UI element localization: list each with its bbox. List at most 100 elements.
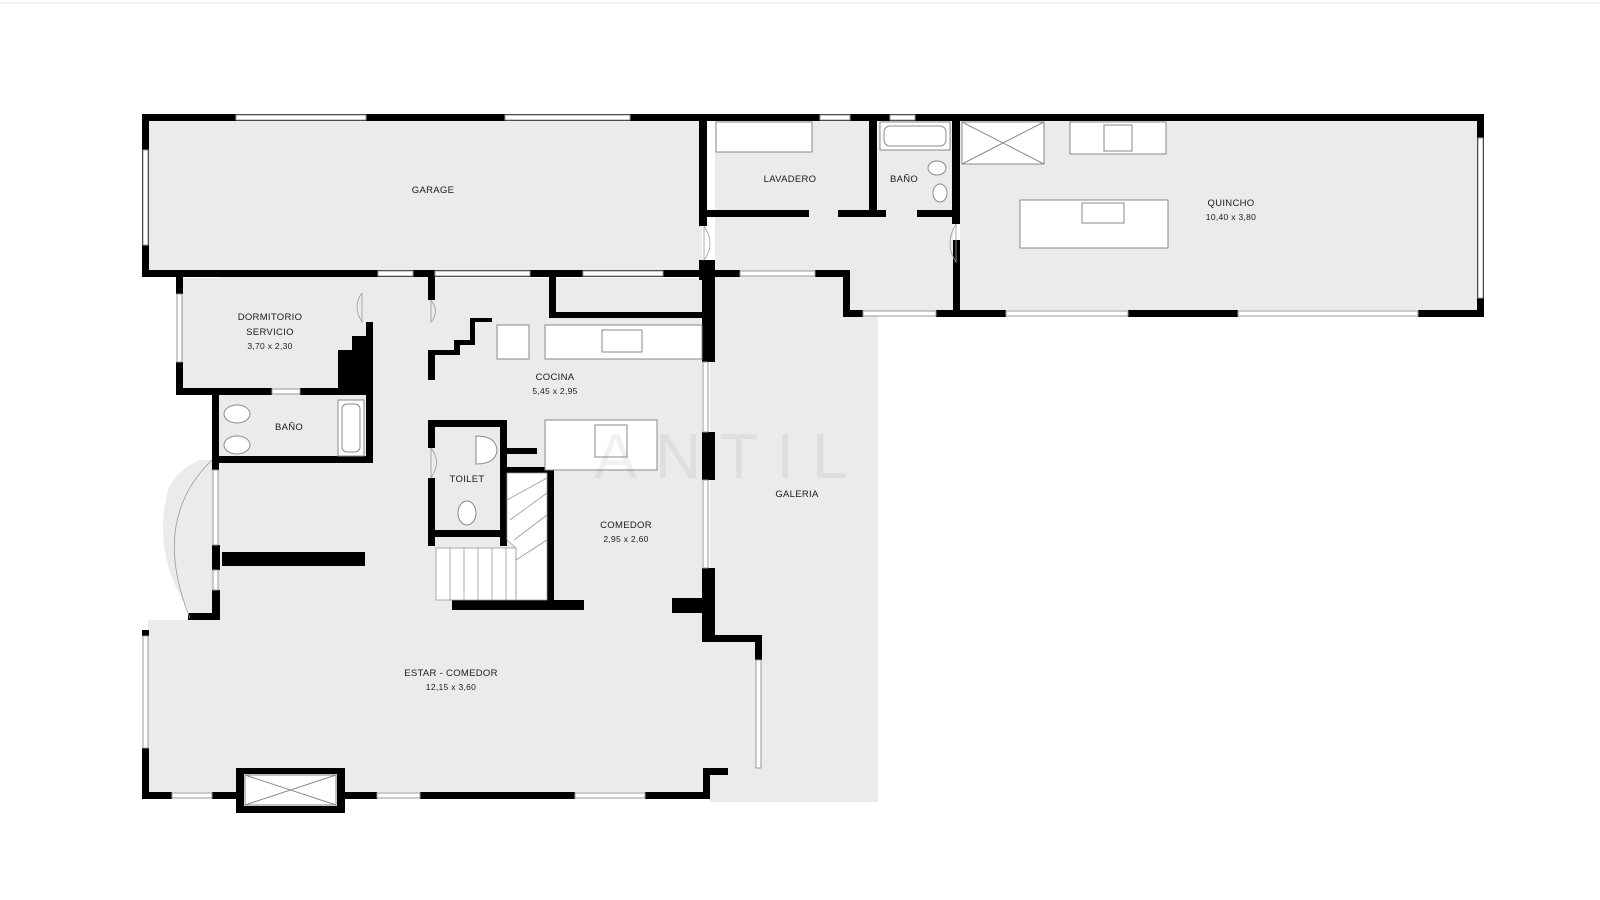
windows [142, 114, 1484, 799]
door-bay-arc [174, 459, 213, 619]
wall-estar-right-top [702, 635, 760, 642]
bathtub-upper-inner [883, 125, 947, 147]
wall-bano-lower-bottom [212, 456, 373, 463]
door-quincho [949, 223, 957, 264]
wall-dorm-left [176, 277, 183, 294]
lavadero-counter [715, 121, 813, 153]
window-bano-top [889, 114, 916, 121]
wall-comedor-stub [672, 598, 707, 613]
wall-toilet-bottom [428, 530, 507, 537]
wall-kitchen-bottom-left [428, 420, 503, 427]
label-toilet: TOILET [450, 474, 485, 485]
wall-hall-step-c [843, 270, 850, 315]
label-dormitorio-2: SERVICIO [246, 327, 294, 338]
floor-garage [148, 120, 702, 270]
label-dormitorio-1: DORMITORIO [238, 312, 303, 323]
fireplace-x2 [244, 774, 337, 806]
stair-tread [506, 477, 548, 501]
wall-estar-bottom-f [703, 768, 728, 775]
window-garage-bottom-2 [434, 270, 531, 277]
floor-estar [148, 620, 760, 792]
window-quincho-bottom-1 [1005, 310, 1129, 317]
wall-corridor-stub [222, 552, 365, 566]
door-toilet [430, 447, 437, 480]
wall-hall-step-d [843, 310, 863, 317]
fixtures [223, 121, 1169, 806]
window-estar-bottom-2 [376, 792, 421, 799]
stair-winder [506, 472, 548, 601]
kitchen-fridge [496, 324, 530, 360]
window-bay-2 [212, 569, 219, 591]
window-comedor-right [702, 479, 709, 569]
window-garage-top-1 [235, 114, 367, 121]
wall-estar-bottom-c [337, 792, 377, 799]
door-garage-right [703, 225, 711, 262]
door-dorm [356, 292, 363, 324]
bathtub-lower-inner [341, 403, 361, 453]
wall-kitchen-divider [549, 270, 556, 318]
door-swings [174, 223, 957, 619]
wall-fireplace-left [236, 768, 244, 813]
toilet-sink [475, 435, 498, 465]
window-quincho-right [1477, 137, 1484, 299]
wall-quincho-bottom-b [1128, 310, 1238, 317]
wall-estar-bottom-a [142, 792, 172, 799]
window-garage-top-2 [504, 114, 631, 121]
wall-fireplace-right [337, 768, 345, 813]
wall-lavadero-bottom [707, 210, 809, 217]
wall-bano-right [952, 114, 960, 224]
label-lavadero: LAVADERO [764, 174, 817, 185]
label-estar: ESTAR - COMEDOR [404, 668, 498, 679]
kitchen-sink [601, 329, 643, 353]
wall-estar-bottom-step [703, 768, 710, 799]
wall-estar-left [142, 748, 149, 798]
watermark: ANTIL [594, 420, 865, 492]
wall-dorm-bottom-b [300, 388, 370, 395]
stair-tread [513, 514, 548, 541]
window-estar-bottom-1 [171, 792, 213, 799]
wall-lavadero-bottom-b [838, 210, 886, 217]
stair-tread [509, 492, 548, 521]
wall-estar-bottom-e [645, 792, 710, 799]
wall-kitchen-right-mid [702, 432, 715, 480]
wall-toilet-left-low [428, 478, 435, 546]
wall-dorm-left-low [176, 362, 183, 394]
window-bay-1 [212, 469, 219, 546]
label-bano-upper: BAÑO [890, 174, 918, 185]
wall-stair-top [507, 448, 537, 454]
wall-bano-lower-left [212, 388, 219, 470]
wall-corridor-left [212, 545, 220, 570]
wall-kitchen-upper-bottom [556, 312, 702, 318]
label-comedor-dims: 2,95 x 2,60 [603, 534, 648, 544]
wall-bay-corner [188, 613, 218, 620]
wall-top [142, 114, 1482, 121]
wall-garage-bottom [142, 270, 706, 277]
label-quincho: QUINCHO [1208, 198, 1255, 209]
window-lavadero-top [819, 114, 851, 121]
stair-tread [515, 539, 548, 561]
wall-fireplace-top [236, 768, 345, 774]
window-garage-left [142, 149, 149, 246]
wall-fireplace-bottom [236, 806, 345, 813]
label-galeria: GALERIA [775, 489, 819, 500]
label-garage: GARAGE [412, 185, 454, 196]
label-cocina-dims: 5,45 x 2,95 [532, 386, 577, 396]
wall-estar-bottom-d [420, 792, 575, 799]
label-estar-dims: 12,15 x 3,60 [426, 682, 476, 692]
wall-kitchen-left [428, 350, 435, 380]
wall-dorm-right [366, 322, 373, 462]
wall-quincho-bottom-c [1418, 310, 1484, 317]
window-estar-right [755, 659, 762, 769]
wall-toilet-right [500, 420, 507, 546]
wall-stair-bottom [452, 600, 584, 610]
bidet-upper [932, 183, 948, 203]
label-dormitorio-dims: 3,70 x 2,30 [247, 341, 292, 351]
kitchen-cooktop [594, 424, 628, 458]
floor-bay-window [162, 460, 218, 620]
window-hall-bottom [739, 270, 816, 277]
wall-hall-step-a [715, 270, 740, 277]
toilet-upper [927, 160, 947, 176]
wall-dorm-bottom [176, 388, 272, 395]
wall-quincho-bottom-a [936, 310, 1006, 317]
